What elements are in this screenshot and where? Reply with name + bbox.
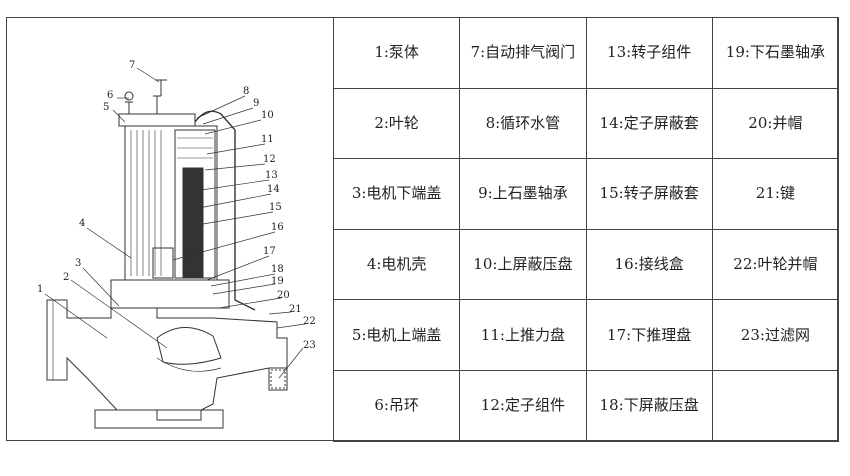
pump-body (46, 299, 288, 421)
callout-8: 8 (243, 86, 249, 97)
callout-19: 19 (271, 276, 284, 287)
part-cell: 10:上屏蔽压盘 (459, 228, 587, 301)
part-cell: 12:定子组件 (459, 369, 587, 442)
callout-22: 22 (303, 316, 316, 327)
callout-4: 4 (79, 218, 85, 229)
part-cell: 16:接线盒 (585, 228, 713, 301)
callout-20: 20 (277, 290, 290, 301)
callout-13: 13 (265, 170, 278, 181)
part-cell: 5:电机上端盖 (332, 299, 461, 371)
part-cell: 11:上推力盘 (459, 299, 587, 371)
callout-1: 1 (37, 284, 43, 295)
callout-6: 6 (107, 90, 113, 101)
motor-top-cover (118, 113, 196, 127)
callout-11: 11 (261, 134, 274, 145)
part-cell: 19:下石墨轴承 (711, 17, 840, 89)
impeller (156, 327, 222, 365)
callout-15: 15 (269, 202, 282, 213)
part-cell: 17:下推理盘 (585, 299, 713, 371)
part-cell: 2:叶轮 (332, 87, 461, 160)
part-cell: 23:过滤网 (711, 299, 840, 371)
part-cell: 13:转子组件 (585, 17, 713, 89)
callout-5: 5 (103, 102, 109, 113)
lifting-ring (124, 91, 134, 114)
part-cell: 8:循环水管 (459, 87, 587, 160)
filter-screen (270, 369, 286, 389)
callout-14: 14 (267, 184, 280, 195)
callout-12: 12 (263, 154, 276, 165)
callout-7: 7 (129, 60, 135, 71)
part-cell: 6:吊环 (332, 369, 461, 442)
motor-lower-cover (110, 279, 230, 309)
pump-cross-section-diagram: 1 2 3 4 5 6 7 8 9 10 11 12 13 14 15 16 1… (37, 60, 316, 429)
part-cell: 4:电机壳 (332, 228, 461, 301)
junction-box (152, 247, 174, 279)
part-cell: 18:下屏蔽压盘 (585, 369, 713, 442)
part-cell: 3:电机下端盖 (332, 158, 461, 230)
part-cell (711, 369, 840, 442)
part-cell: 15:转子屏蔽套 (585, 158, 713, 230)
part-cell: 9:上石墨轴承 (459, 158, 587, 230)
callout-23: 23 (303, 340, 316, 351)
callout-9: 9 (253, 98, 259, 109)
callout-10: 10 (261, 110, 274, 121)
callout-21: 21 (289, 304, 302, 315)
part-cell: 1:泵体 (332, 17, 461, 89)
callout-17: 17 (263, 246, 276, 257)
part-cell: 20:并帽 (711, 87, 840, 160)
callout-3: 3 (75, 258, 81, 269)
part-cell: 22:叶轮并帽 (711, 228, 840, 301)
callout-2: 2 (63, 272, 69, 283)
callout-16: 16 (271, 222, 284, 233)
part-cell: 21:键 (711, 158, 840, 230)
part-cell: 14:定子屏蔽套 (585, 87, 713, 160)
page-frame: 1 2 3 4 5 6 7 8 9 10 11 12 13 14 15 16 1… (6, 17, 840, 442)
rotor-assembly (182, 167, 204, 279)
part-cell: 7:自动排气阀门 (459, 17, 587, 89)
callout-18: 18 (271, 264, 284, 275)
